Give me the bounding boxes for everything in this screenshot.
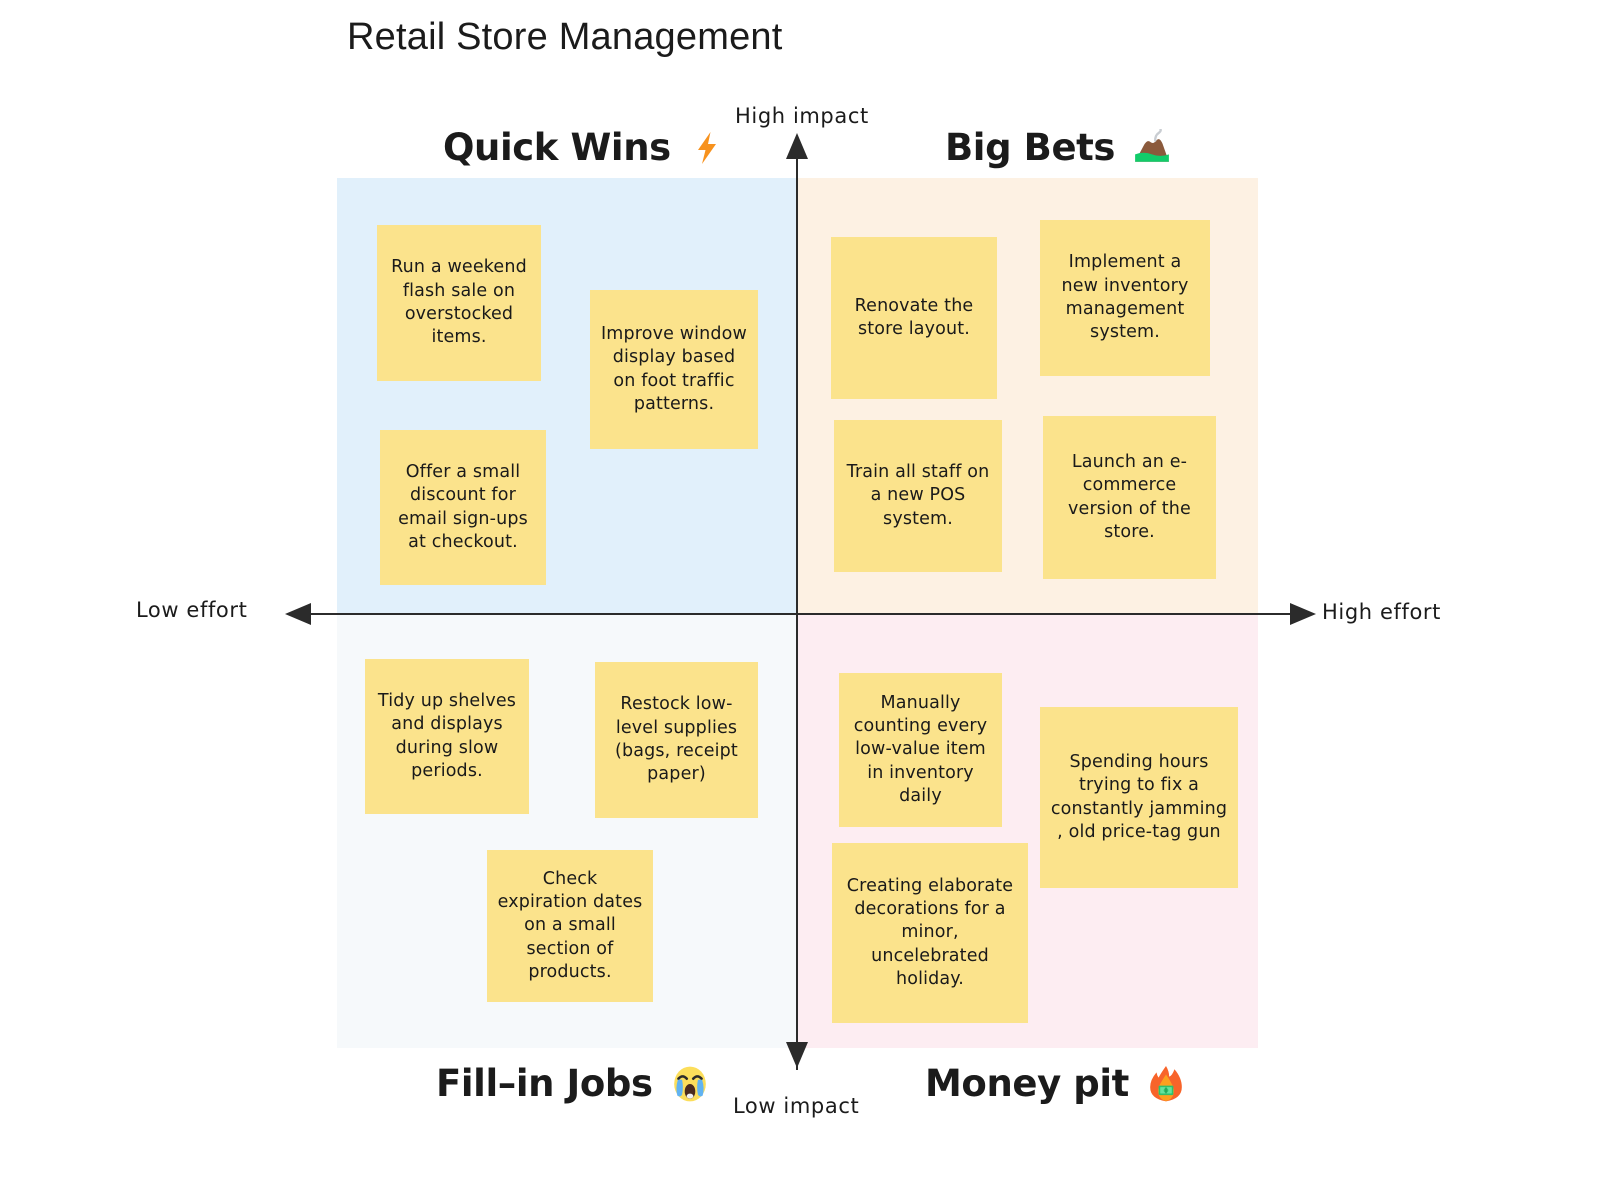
sticky-note-text: Renovate the store layout.: [854, 295, 974, 339]
sticky-note-text: Creating elaborate decorations for a min…: [846, 875, 1014, 989]
arrow-right-icon: [1290, 603, 1316, 625]
sticky-note[interactable]: Creating elaborate decorations for a min…: [832, 843, 1028, 1023]
loudly-crying-face-icon: [671, 1065, 709, 1103]
arrow-up-icon: [786, 133, 808, 159]
sticky-note-text: Implement a new inventory management sys…: [1061, 252, 1189, 343]
sticky-note[interactable]: Manually counting every low-value item i…: [839, 673, 1002, 827]
axis-label-low-impact: Low impact: [733, 1094, 860, 1118]
sticky-note-text: Offer a small discount for email sign-up…: [398, 461, 528, 552]
sticky-note[interactable]: Improve window display based on foot tra…: [590, 290, 758, 449]
sticky-note-text: Restock low-level supplies (bags, receip…: [615, 694, 738, 785]
sticky-note-text: Manually counting every low-value item i…: [853, 692, 988, 806]
quadrant-heading-money-pit: Money pit: [925, 1062, 1185, 1105]
quadrant-heading-quick-wins: Quick Wins: [443, 126, 725, 169]
sticky-note-text: Run a weekend flash sale on overstocked …: [391, 257, 527, 348]
sticky-note[interactable]: Run a weekend flash sale on overstocked …: [377, 225, 541, 381]
sticky-note-text: Tidy up shelves and displays during slow…: [377, 690, 517, 781]
sticky-note-text: Improve window display based on foot tra…: [600, 323, 747, 414]
quadrant-heading-label: Money pit: [925, 1062, 1129, 1105]
sticky-note-text: Launch an e-commerce version of the stor…: [1068, 451, 1191, 542]
axis-label-high-effort: High effort: [1322, 600, 1441, 624]
quadrant-heading-label: Fill–in Jobs: [436, 1062, 653, 1105]
sticky-note-text: Check expiration dates on a small sectio…: [497, 868, 643, 982]
sticky-note[interactable]: Launch an e-commerce version of the stor…: [1043, 416, 1216, 579]
sticky-note[interactable]: Offer a small discount for email sign-up…: [380, 430, 546, 585]
arrow-down-icon: [786, 1042, 808, 1068]
high-voltage-icon: [689, 130, 725, 166]
sticky-note[interactable]: Check expiration dates on a small sectio…: [487, 850, 653, 1002]
quadrant-heading-big-bets: Big Bets: [945, 126, 1171, 169]
sticky-note[interactable]: Renovate the store layout.: [831, 237, 997, 399]
sticky-note[interactable]: Tidy up shelves and displays during slow…: [365, 659, 529, 814]
sticky-note[interactable]: Restock low-level supplies (bags, receip…: [595, 662, 758, 818]
money-with-fire-icon: [1147, 1065, 1185, 1103]
axis-label-low-effort: Low effort: [136, 598, 248, 622]
sticky-note[interactable]: Spending hours trying to fix a constantl…: [1040, 707, 1238, 888]
quadrant-heading-fill-in-jobs: Fill–in Jobs: [436, 1062, 709, 1105]
page-title: Retail Store Management: [347, 16, 783, 58]
axis-label-high-impact: High impact: [735, 104, 869, 128]
volcano-icon: [1133, 128, 1171, 167]
sticky-note-text: Spending hours trying to fix a constantl…: [1050, 751, 1228, 842]
quadrant-heading-label: Big Bets: [945, 126, 1116, 169]
sticky-note[interactable]: Implement a new inventory management sys…: [1040, 220, 1210, 376]
sticky-note-text: Train all staff on a new POS system.: [846, 462, 990, 529]
quadrant-heading-label: Quick Wins: [443, 126, 671, 169]
sticky-note[interactable]: Train all staff on a new POS system.: [834, 420, 1002, 572]
arrow-left-icon: [285, 603, 311, 625]
impact-axis-line: [796, 140, 799, 1070]
effort-axis-line: [290, 613, 1298, 616]
